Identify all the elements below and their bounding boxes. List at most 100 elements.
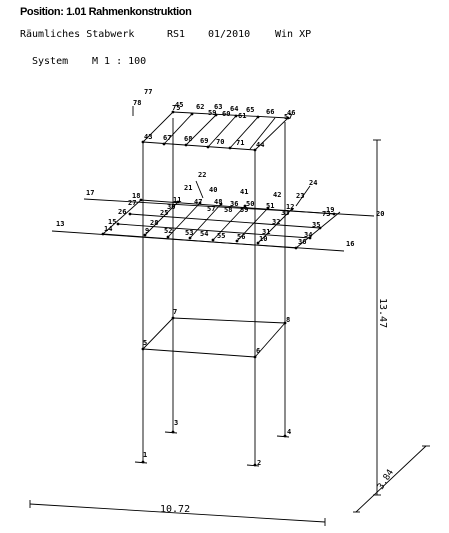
- node-label-5: 5: [143, 339, 147, 347]
- node-point: [198, 201, 202, 205]
- joist-line: [236, 207, 269, 242]
- beam-line: [172, 317, 286, 324]
- node-label-41: 41: [240, 188, 248, 196]
- support-line: [134, 461, 148, 464]
- purlin-line: [163, 113, 193, 145]
- node-point: [286, 116, 290, 120]
- node-label-71: 71: [236, 139, 244, 147]
- joist-line: [257, 208, 293, 244]
- node-label-59: 59: [208, 109, 216, 117]
- node-label-59: 59: [240, 206, 248, 214]
- node-point: [128, 212, 132, 216]
- stub-line: [295, 185, 311, 207]
- beam-line: [142, 111, 174, 143]
- node-point: [318, 226, 322, 230]
- beam-line: [140, 199, 335, 215]
- node-point: [256, 115, 260, 119]
- node-label-3: 3: [174, 419, 178, 427]
- node-label-16: 16: [346, 240, 354, 248]
- node-label-27: 27: [128, 199, 136, 207]
- node-label-57: 57: [207, 205, 215, 213]
- node-label-36: 36: [298, 238, 306, 246]
- node-point: [162, 142, 166, 146]
- node-label-70: 70: [216, 138, 224, 146]
- node-label-51: 51: [266, 202, 274, 210]
- node-label-7: 7: [173, 308, 177, 316]
- node-point: [243, 204, 247, 208]
- node-label-4: 4: [287, 428, 291, 436]
- node-point: [206, 145, 210, 149]
- support-line: [276, 435, 290, 438]
- node-label-52: 52: [164, 227, 172, 235]
- node-label-9: 9: [145, 227, 149, 235]
- node-label-75: 75: [172, 104, 180, 112]
- node-point: [253, 148, 257, 152]
- node-label-40: 40: [209, 186, 217, 194]
- node-label-64: 64: [230, 105, 238, 113]
- node-point: [294, 246, 298, 250]
- beam-line: [254, 322, 286, 358]
- program-name: Räumliches Stabwerk: [20, 29, 135, 40]
- node-label-42: 42: [273, 191, 281, 199]
- node-label-69: 69: [200, 137, 208, 145]
- node-label-31: 31: [262, 228, 270, 236]
- node-label-61: 61: [238, 112, 246, 120]
- node-point: [283, 434, 287, 438]
- node-label-73: 73: [322, 210, 330, 218]
- purlin-line: [249, 117, 276, 150]
- node-label-23: 23: [296, 192, 304, 200]
- node-label-18: 18: [132, 192, 140, 200]
- node-label-57: 57: [284, 113, 292, 121]
- node-label-46: 46: [287, 109, 295, 117]
- node-label-62: 62: [196, 103, 204, 111]
- node-point: [101, 232, 105, 236]
- node-label-10: 10: [259, 235, 267, 243]
- beam-line: [254, 117, 289, 151]
- node-point: [143, 233, 147, 237]
- node-label-63: 63: [214, 103, 222, 111]
- node-label-26: 26: [118, 208, 126, 216]
- node-label-11: 11: [173, 196, 181, 204]
- node-label-33: 33: [281, 209, 289, 217]
- scale-label: M 1 : 100: [92, 56, 147, 67]
- node-point: [235, 239, 239, 243]
- node-label-35: 35: [312, 221, 320, 229]
- program-code: RS1: [167, 29, 186, 40]
- program-version: 01/2010: [208, 29, 251, 40]
- dimension-line: [355, 445, 427, 513]
- node-label-32: 32: [272, 218, 280, 226]
- node-label-19: 19: [326, 206, 334, 214]
- node-point: [256, 241, 260, 245]
- node-label-22: 22: [198, 171, 206, 179]
- node-point: [234, 114, 238, 118]
- node-point: [211, 238, 215, 242]
- node-label-28: 28: [150, 219, 158, 227]
- node-label-12: 12: [286, 203, 294, 211]
- purlin-line: [229, 116, 259, 149]
- node-label-25: 25: [160, 209, 168, 217]
- node-label-78: 78: [133, 99, 141, 107]
- joist-line: [144, 201, 179, 236]
- joist-line: [212, 205, 246, 241]
- node-label-24: 24: [309, 179, 317, 187]
- node-point: [116, 222, 120, 226]
- node-label-20: 20: [376, 210, 384, 218]
- node-label-6: 6: [256, 347, 260, 355]
- node-point: [176, 200, 180, 204]
- node-label-54: 54: [200, 230, 208, 238]
- node-label-67: 67: [163, 134, 171, 142]
- depth-dimension-label: 3.84: [376, 468, 396, 492]
- width-dimension-label: 10.72: [160, 504, 190, 515]
- node-label-15: 15: [108, 218, 116, 226]
- edge-line: [295, 211, 341, 249]
- node-label-55: 55: [217, 232, 225, 240]
- beam-line: [142, 141, 256, 151]
- node-point: [253, 355, 257, 359]
- node-label-43: 43: [144, 133, 152, 141]
- node-label-65: 65: [246, 106, 254, 114]
- node-point: [171, 316, 175, 320]
- node-label-60: 60: [222, 110, 230, 118]
- program-platform: Win XP: [275, 29, 312, 40]
